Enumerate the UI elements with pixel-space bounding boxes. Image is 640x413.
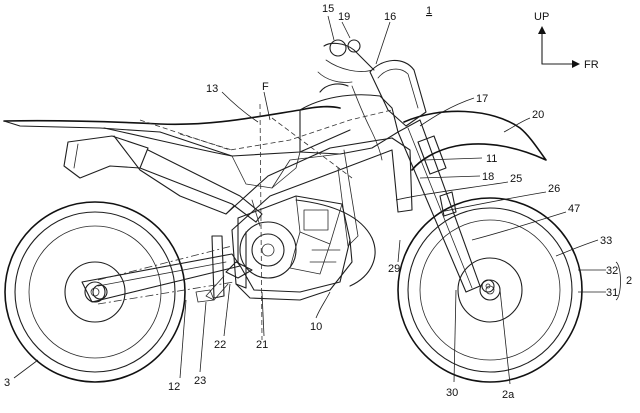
label-22: 22 (214, 339, 226, 351)
engine (237, 195, 351, 293)
direction-indicator: UP FR (534, 11, 599, 71)
label-11: 11 (486, 153, 497, 165)
label-33: 33 (600, 235, 612, 247)
label-2a: 2a (502, 389, 515, 401)
label-18: 18 (482, 171, 494, 183)
label-20: 20 (532, 109, 544, 121)
label-15: 15 (322, 3, 334, 15)
cable (351, 85, 383, 161)
label-30: 30 (446, 387, 458, 399)
skid-plate (235, 239, 353, 301)
label-12: 12 (168, 381, 180, 393)
label-19: 19 (338, 11, 350, 23)
label-32: 32 (606, 265, 618, 277)
front-fender (403, 110, 547, 171)
handlebar (317, 39, 375, 83)
leader-lines (13, 15, 621, 385)
label-29: 29 (388, 263, 400, 275)
headlight-cowl (369, 59, 427, 127)
label-F: F (262, 81, 269, 93)
label-3: 3 (4, 377, 10, 389)
label-13: 13 (206, 83, 218, 95)
exhaust-pipe (295, 199, 376, 287)
muffler (63, 135, 263, 223)
frame (225, 137, 413, 289)
label-23: 23 (194, 375, 206, 387)
hidden-lines (139, 103, 393, 341)
part-labels: 15 19 16 13 F 17 20 11 18 25 26 47 33 32… (4, 3, 632, 401)
drive-chain (97, 245, 235, 305)
label-47: 47 (568, 203, 580, 215)
label-25: 25 (510, 173, 522, 185)
fuel-tank (231, 83, 399, 189)
label-26: 26 (548, 183, 560, 195)
forward-label: FR (584, 59, 599, 71)
rear-wheel (4, 201, 186, 383)
label-17: 17 (476, 93, 488, 105)
figure-reference: 1 (426, 5, 432, 17)
front-fork (397, 119, 481, 293)
label-16: 16 (384, 11, 396, 23)
label-31: 31 (606, 287, 618, 299)
front-wheel (397, 197, 583, 383)
label-10: 10 (310, 321, 322, 333)
label-2: 2 (626, 275, 632, 287)
up-label: UP (534, 11, 549, 23)
footrest (195, 261, 253, 303)
label-21: 21 (256, 339, 268, 351)
